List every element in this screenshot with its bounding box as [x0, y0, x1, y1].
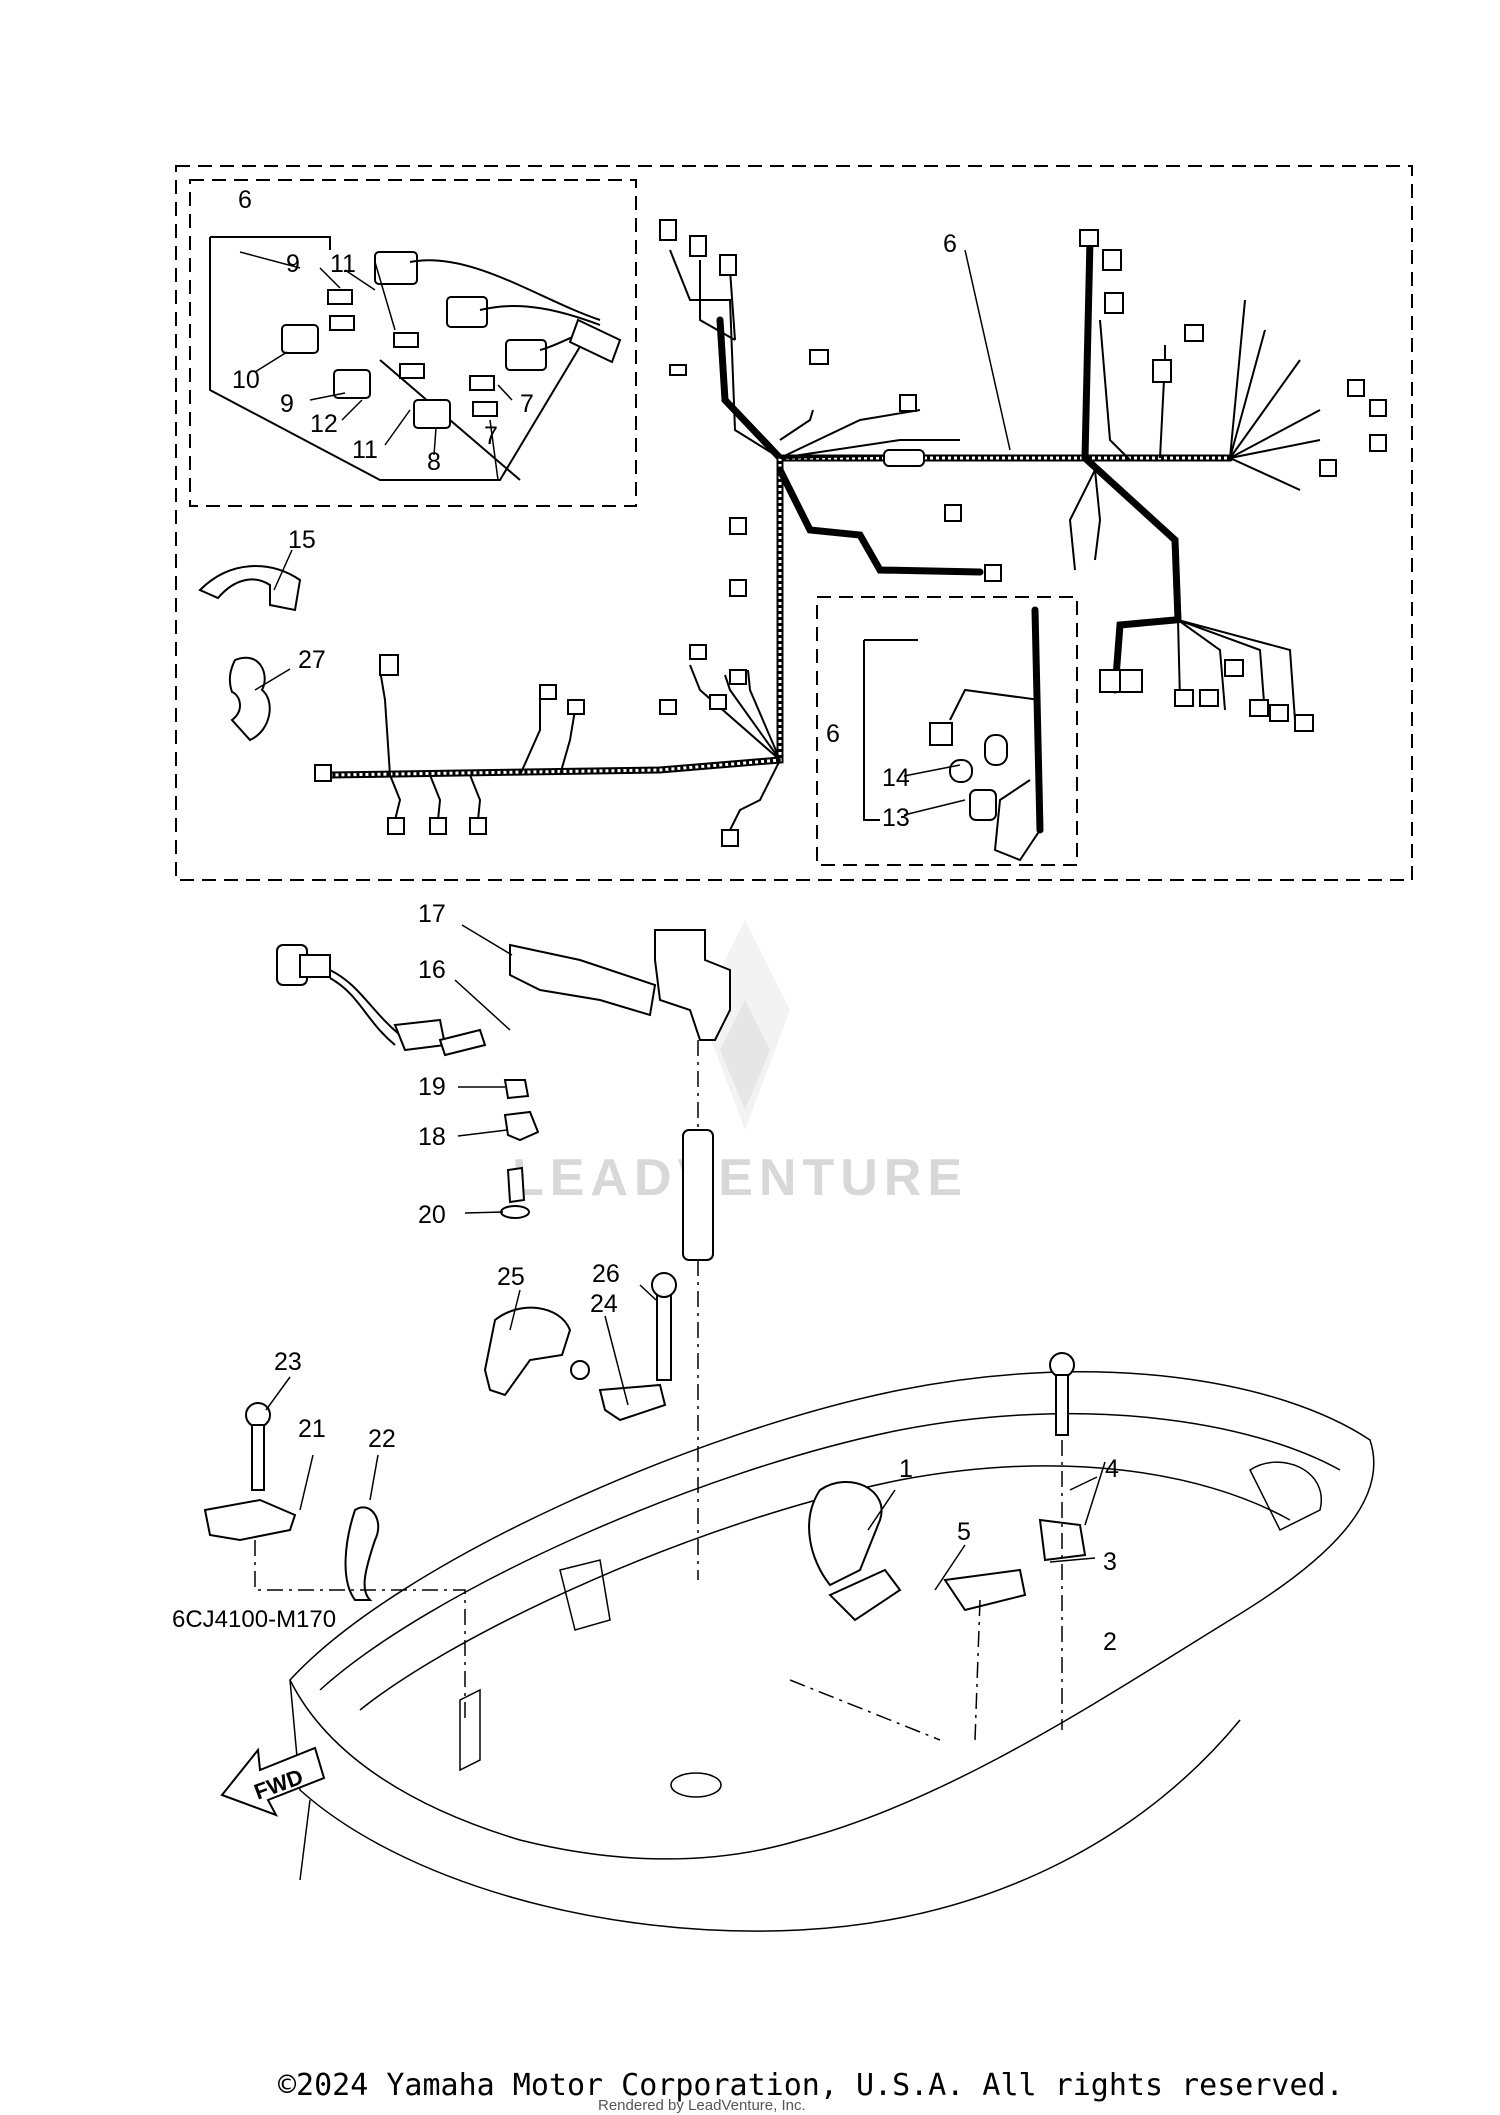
diagram-code: 6CJ4100-M170: [172, 1606, 337, 1633]
clamp-15: [198, 565, 302, 612]
callout-6-inset: 6: [238, 186, 252, 214]
callout-18: 18: [418, 1123, 446, 1151]
callout-10: 10: [232, 366, 260, 394]
callout-8: 8: [427, 448, 441, 476]
watermark-text: LEADVENTURE: [512, 1149, 968, 1207]
bottom-cowling: [289, 1352, 1375, 1932]
callout-7-a: 7: [520, 390, 534, 418]
callout-3: 3: [1103, 1548, 1117, 1576]
callout-9-a: 9: [286, 250, 300, 278]
callout-11-b: 11: [352, 436, 378, 464]
connector-set: [209, 236, 622, 481]
rendered-by-note: Rendered by LeadVenture, Inc.: [598, 2097, 806, 2114]
sensor-bracket-assembly: [276, 929, 731, 1580]
harness-group-box: [175, 165, 1413, 881]
callout-6-sensor: 6: [826, 720, 840, 748]
callout-6-harness: 6: [943, 230, 957, 258]
callout-16: 16: [418, 956, 446, 984]
copyright-notice: ©2024 Yamaha Motor Corporation, U.S.A. A…: [278, 2068, 1344, 2103]
connector-inset-box: [189, 179, 637, 507]
callout-15: 15: [288, 526, 316, 554]
wire-harness: [314, 219, 1387, 847]
callout-5: 5: [957, 1518, 971, 1546]
callout-20: 20: [418, 1201, 446, 1229]
callout-24: 24: [590, 1290, 618, 1318]
callout-leaders: [239, 249, 1106, 1591]
callout-9-b: 9: [280, 390, 294, 418]
callout-25: 25: [497, 1263, 525, 1291]
callout-22: 22: [368, 1425, 396, 1453]
callout-4: 4: [1105, 1455, 1119, 1483]
callout-7-b: 7: [484, 422, 498, 450]
clamp-assembly-left: [203, 1402, 466, 1720]
callout-11-a: 11: [330, 250, 356, 278]
callout-1: 1: [899, 1455, 913, 1483]
callout-2: 2: [1103, 1628, 1117, 1656]
callout-19: 19: [418, 1073, 446, 1101]
callout-14: 14: [882, 764, 910, 792]
callout-12: 12: [310, 410, 338, 438]
callout-13: 13: [882, 804, 910, 832]
clamp-assembly: [483, 1272, 677, 1422]
callout-27: 27: [298, 646, 326, 674]
callout-23: 23: [274, 1348, 302, 1376]
callout-26: 26: [592, 1260, 620, 1288]
callout-21: 21: [298, 1415, 326, 1443]
callout-numbers: 6 9 11 10 9 12 11 8 7 7 6 15 27 6 14 13 …: [232, 186, 1119, 1656]
callout-17: 17: [418, 900, 446, 928]
clamp-27: [228, 656, 271, 742]
